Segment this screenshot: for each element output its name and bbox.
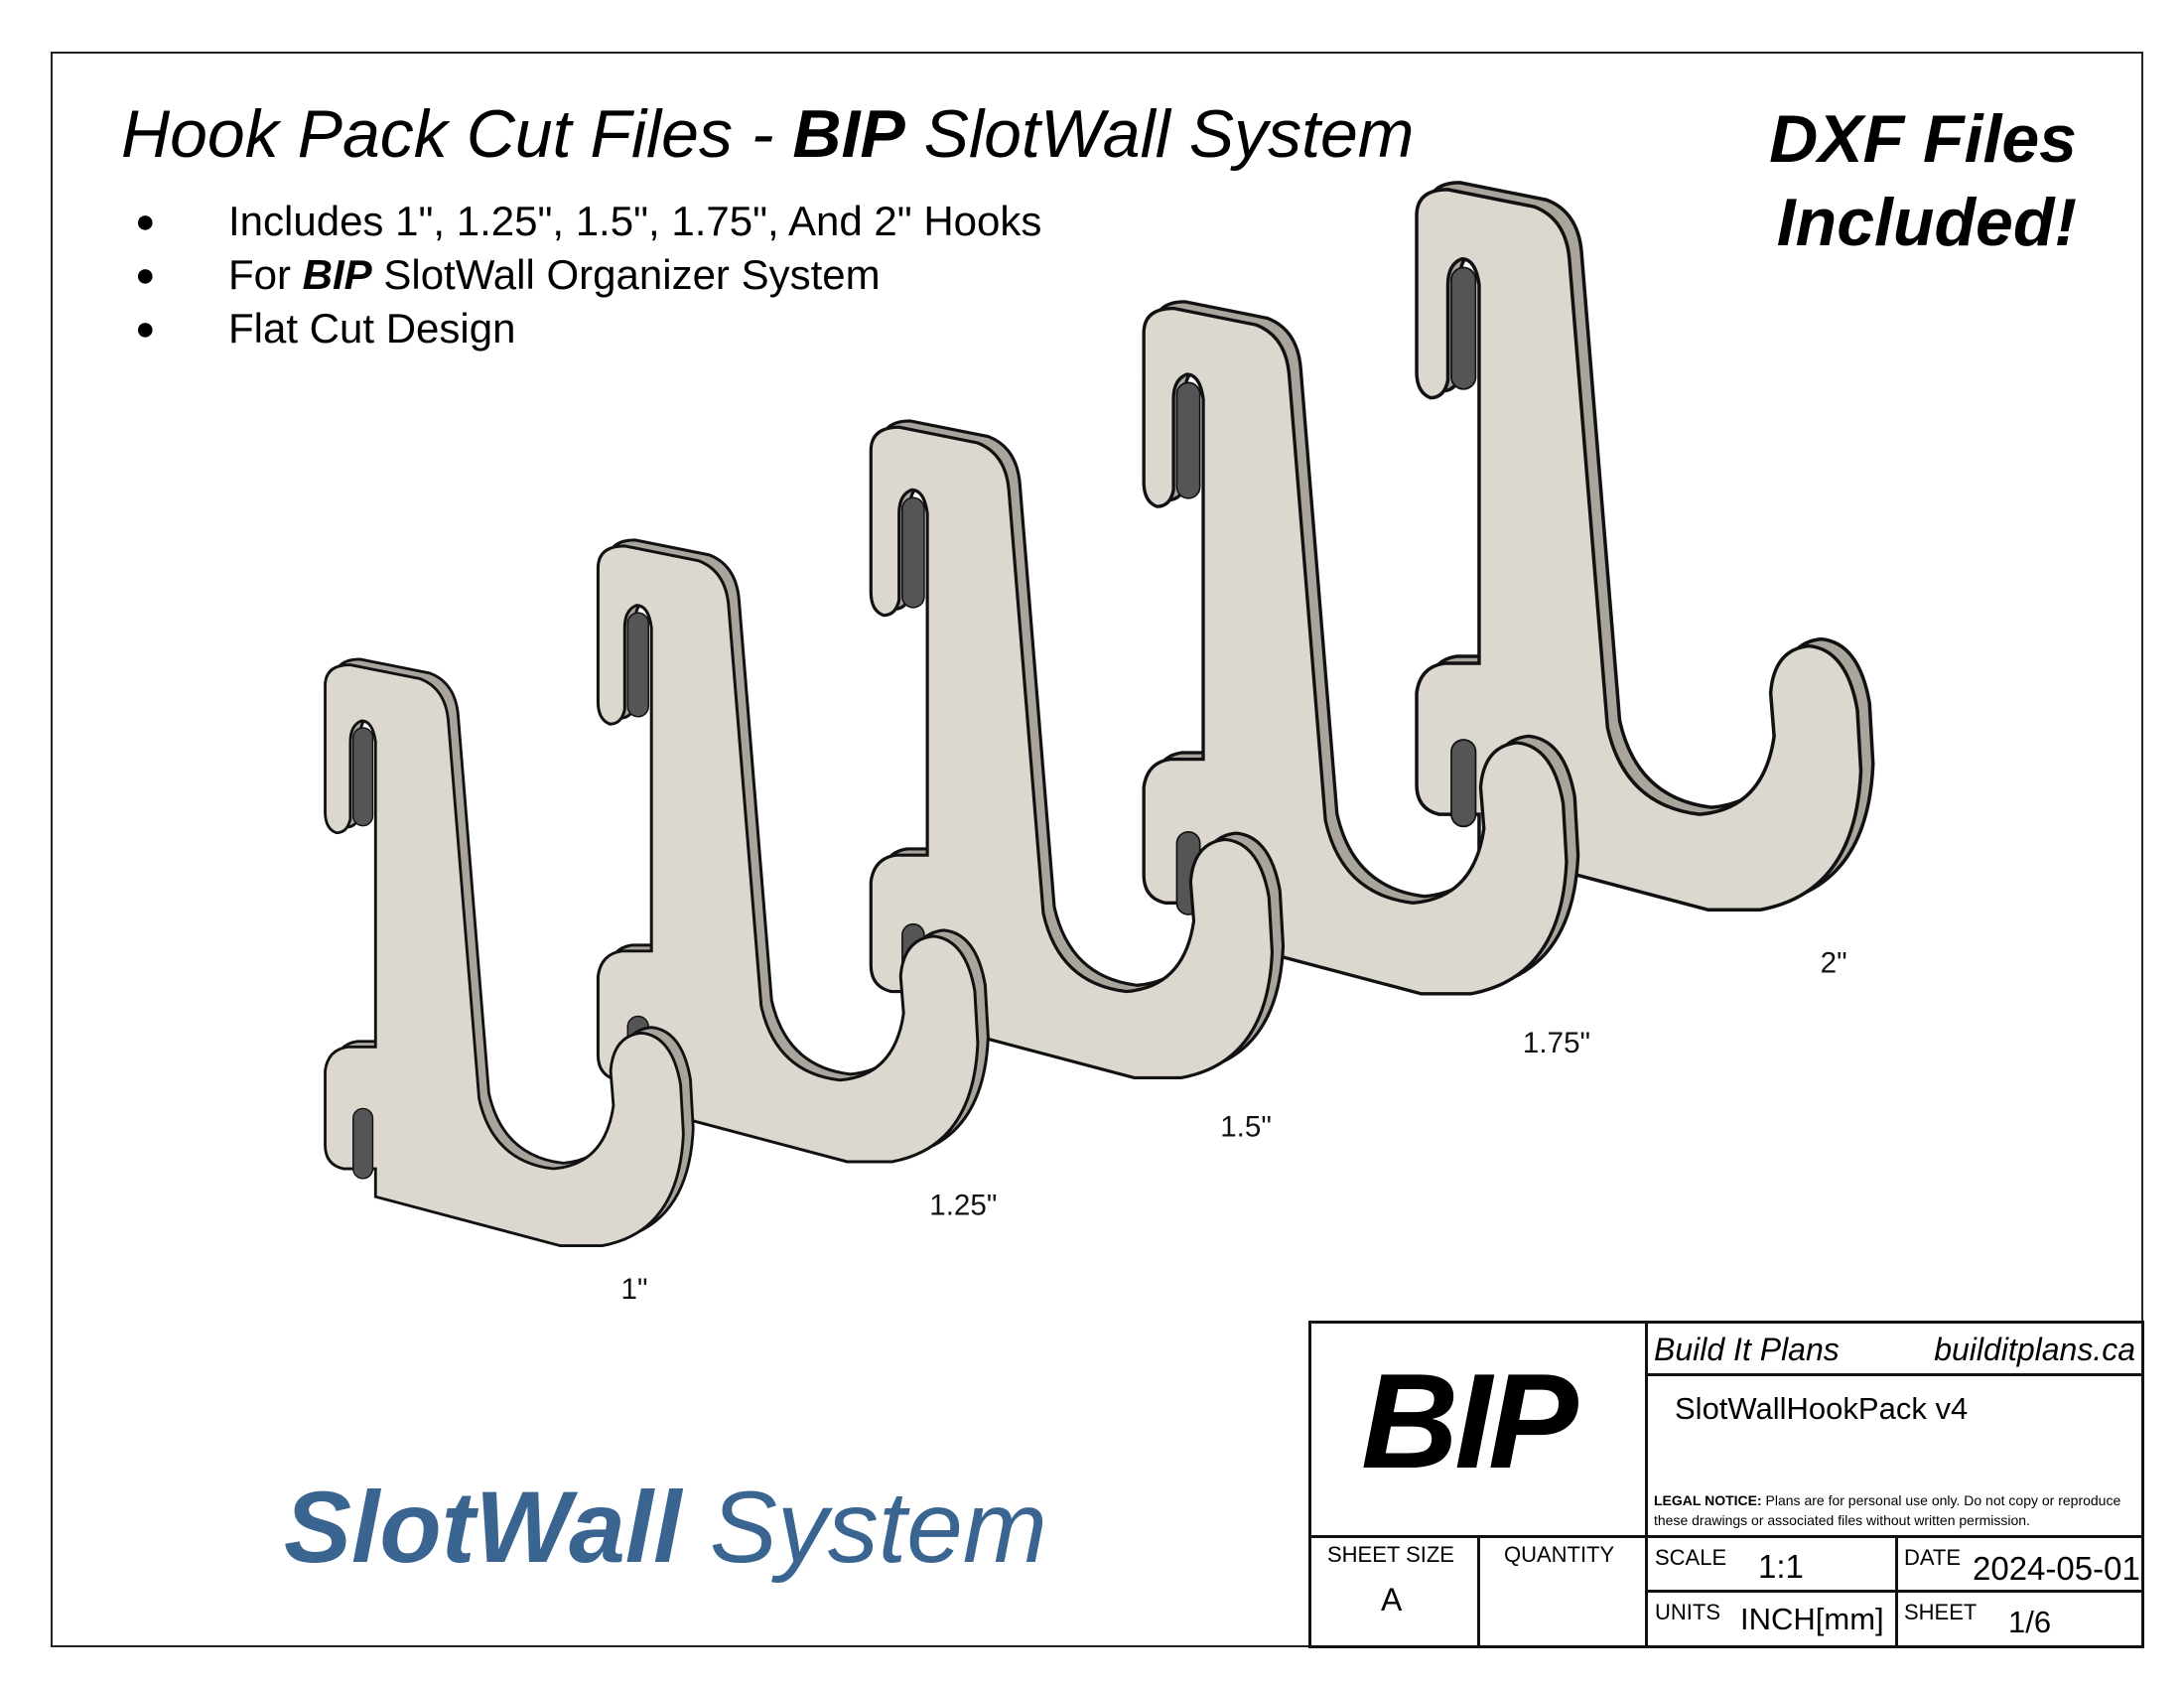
hook-slot bbox=[1450, 266, 1477, 390]
list-item-text: Flat Cut Design bbox=[228, 305, 516, 352]
title-prefix: Hook Pack Cut Files - bbox=[121, 96, 793, 172]
brand-rest: System bbox=[681, 1471, 1047, 1584]
bullet-icon: ● bbox=[135, 203, 156, 240]
sheet-size-value: A bbox=[1381, 1582, 1403, 1618]
hook-label-2in: 2" bbox=[1821, 947, 1847, 980]
hook-slot bbox=[626, 612, 649, 718]
hook-label-1-25in: 1.25" bbox=[929, 1190, 997, 1222]
hook-slot bbox=[901, 496, 925, 609]
legal-text: Plans are for personal use only. Do not … bbox=[1654, 1492, 2121, 1528]
callout-line: Included! bbox=[1776, 185, 2077, 260]
feature-list: ● Includes 1", 1.25", 1.5", 1.75", And 2"… bbox=[135, 195, 1041, 355]
brand-bold: SlotWall bbox=[284, 1471, 682, 1584]
sheet-size-label: SHEET SIZE bbox=[1327, 1542, 1454, 1567]
list-item-text: For BIP SlotWall Organizer System bbox=[228, 248, 881, 302]
hook-slot bbox=[1175, 381, 1201, 499]
website-link[interactable]: builditplans.ca bbox=[1934, 1332, 2135, 1367]
list-item-text: Includes 1", 1.25", 1.5", 1.75", And 2" … bbox=[228, 198, 1042, 244]
scale-label: SCALE bbox=[1655, 1545, 1727, 1570]
hook-1in bbox=[324, 657, 695, 1247]
list-item: ● For BIP SlotWall Organizer System bbox=[135, 248, 1041, 302]
hook-label-1-5in: 1.5" bbox=[1220, 1111, 1272, 1144]
legal-notice: LEGAL NOTICE: Plans are for personal use… bbox=[1654, 1490, 2135, 1530]
bip-logo: BIP bbox=[1361, 1345, 1578, 1496]
sheet-label: SHEET bbox=[1904, 1600, 1978, 1624]
units-value: INCH[mm] bbox=[1740, 1602, 1884, 1636]
hook-slot bbox=[352, 727, 374, 827]
hook-slot bbox=[1450, 739, 1477, 828]
legal-label: LEGAL NOTICE: bbox=[1654, 1492, 1762, 1508]
list-item: ● Flat Cut Design bbox=[135, 302, 1041, 355]
list-item: ● Includes 1", 1.25", 1.5", 1.75", And 2"… bbox=[135, 195, 1041, 248]
hook-2in bbox=[1415, 181, 1875, 912]
title-suffix: SlotWall System bbox=[904, 96, 1415, 172]
company-name: Build It Plans bbox=[1654, 1332, 1840, 1367]
callout-line: DXF Files bbox=[1769, 101, 2077, 177]
sheet-value: 1/6 bbox=[2008, 1605, 2052, 1639]
drawing-name: SlotWallHookPack v4 bbox=[1675, 1391, 1969, 1426]
hook-label-1-75in: 1.75" bbox=[1523, 1027, 1590, 1059]
bullet-icon: ● bbox=[135, 256, 156, 294]
scale-value: 1:1 bbox=[1758, 1548, 1804, 1585]
bullet-icon: ● bbox=[135, 310, 156, 348]
page-title: Hook Pack Cut Files - BIP SlotWall Syste… bbox=[121, 95, 1414, 173]
quantity-label: QUANTITY bbox=[1504, 1542, 1615, 1567]
text: SlotWall Organizer System bbox=[371, 251, 881, 298]
date-label: DATE bbox=[1904, 1545, 1962, 1570]
date-value: 2024-05-01 bbox=[1973, 1550, 2140, 1587]
brand-wordmark: SlotWall System bbox=[284, 1470, 1047, 1586]
title-block: BIP Build It Plans builditplans.ca SlotW… bbox=[1308, 1321, 2144, 1648]
hook-label-1in: 1" bbox=[621, 1273, 648, 1306]
drawing-border bbox=[51, 52, 2143, 1647]
units-label: UNITS bbox=[1655, 1600, 1720, 1624]
title-bold: BIP bbox=[792, 96, 905, 172]
hook-slot bbox=[352, 1107, 374, 1180]
text-bold: BIP bbox=[302, 251, 372, 298]
text: For bbox=[228, 251, 303, 298]
